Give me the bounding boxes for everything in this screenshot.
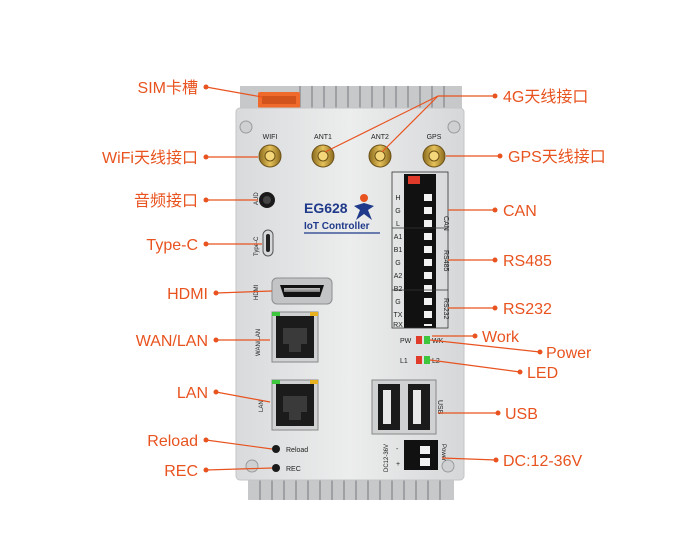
antenna-label-ant1: ANT1 xyxy=(314,134,332,141)
dc-pin-minus: - xyxy=(396,446,399,453)
rec-label: REC xyxy=(286,466,301,473)
sim-slot[interactable] xyxy=(258,92,300,108)
lan-led-right xyxy=(310,380,318,384)
terminal-group-rs485: RS485 xyxy=(442,250,449,272)
terminal-outline-brackets xyxy=(391,171,449,329)
callout-audio: 音频接口 xyxy=(134,192,198,210)
l1-led xyxy=(416,356,422,364)
usb-ports[interactable] xyxy=(371,379,437,435)
terminal-latch xyxy=(408,176,420,184)
terminal-pin-label: H xyxy=(395,195,400,202)
hdmi-port[interactable] xyxy=(271,277,333,305)
callout-4g-antenna: 4G天线接口 xyxy=(503,88,588,106)
lan-led-left xyxy=(272,380,280,384)
terminal-group-rs232: RS232 xyxy=(442,298,449,320)
l1-label: L1 xyxy=(400,358,408,365)
brand-logo-icon xyxy=(354,194,374,220)
callout-dc: DC:12-36V xyxy=(503,453,582,470)
lan-label: LAN xyxy=(259,400,265,412)
typec-label: Type-C xyxy=(254,236,260,256)
terminal-pin-label: G xyxy=(395,299,400,306)
callout-reload: Reload xyxy=(147,433,198,450)
antenna-ant1 xyxy=(311,144,335,168)
terminal-group-can: CAN xyxy=(442,216,449,231)
callout-wanlan: WAN/LAN xyxy=(136,333,208,350)
l2-label: L2 xyxy=(432,358,440,365)
dc-pin-plus: + xyxy=(396,461,400,468)
callout-typec: Type-C xyxy=(146,237,198,254)
wanlan-led-right xyxy=(310,312,318,316)
terminal-pin-label: B2 xyxy=(394,286,403,293)
callout-hdmi: HDMI xyxy=(167,286,208,303)
callout-lan: LAN xyxy=(177,385,208,402)
antenna-label-gps: GPS xyxy=(427,134,442,141)
wk-led xyxy=(424,336,430,344)
reload-button[interactable] xyxy=(272,445,280,453)
terminal-pin-label: G xyxy=(395,208,400,215)
callout-can: CAN xyxy=(503,203,537,220)
wanlan-label: WAN/LAN xyxy=(256,329,262,356)
pw-label: PW xyxy=(400,338,412,345)
usb-label: USB xyxy=(436,400,443,415)
terminal-pin-label: A2 xyxy=(394,273,403,280)
dc-voltage-label: DC12-36V xyxy=(384,444,390,472)
terminal-pin-label: TX xyxy=(394,312,403,319)
callout-power: Power xyxy=(546,345,592,362)
antenna-connectors xyxy=(258,144,446,168)
antenna-wifi xyxy=(258,144,282,168)
wanlan-led-left xyxy=(272,312,280,316)
dc-power-connector[interactable] xyxy=(404,440,438,470)
wanlan-rj45-port[interactable] xyxy=(271,311,319,363)
l2-led xyxy=(424,356,430,364)
hdmi-label: HDMI xyxy=(254,284,260,300)
terminal-block xyxy=(404,174,436,328)
terminal-pin-label: G xyxy=(395,260,400,267)
terminal-pin-label: L xyxy=(396,221,400,228)
rec-button[interactable] xyxy=(272,464,280,472)
leader-dots xyxy=(203,84,543,473)
typec-port[interactable] xyxy=(262,229,274,257)
antenna-gps xyxy=(422,144,446,168)
pw-led xyxy=(416,336,422,344)
antenna-ant2 xyxy=(368,144,392,168)
terminal-pin-label: A1 xyxy=(394,234,403,241)
reload-label: Reload xyxy=(286,447,308,454)
callout-wifi: WiFi天线接口 xyxy=(102,149,198,167)
callout-work: Work xyxy=(482,329,520,346)
callout-usb: USB xyxy=(505,406,538,423)
audio-jack[interactable] xyxy=(259,192,275,208)
callout-rec: REC xyxy=(164,463,198,480)
brand-sub: IoT Controller xyxy=(304,221,370,232)
wk-label: WK xyxy=(432,338,444,345)
dc-power-label: Power xyxy=(440,444,446,461)
terminal-pin-label: B1 xyxy=(394,247,403,254)
callout-led: LED xyxy=(527,365,558,382)
aud-label: AUD xyxy=(254,192,260,205)
callout-sim: SIM卡槽 xyxy=(138,79,198,97)
callout-gps: GPS天线接口 xyxy=(508,148,606,166)
antenna-label-ant2: ANT2 xyxy=(371,134,389,141)
lan-rj45-port[interactable] xyxy=(271,379,319,431)
callout-rs232: RS232 xyxy=(503,301,552,318)
callout-rs485: RS485 xyxy=(503,253,552,270)
antenna-label-wifi: WIFI xyxy=(263,134,278,141)
terminal-pin-label: RX xyxy=(393,322,403,329)
brand-model: EG628 xyxy=(304,200,348,216)
leader-lines xyxy=(205,86,541,471)
status-leds xyxy=(416,336,430,364)
